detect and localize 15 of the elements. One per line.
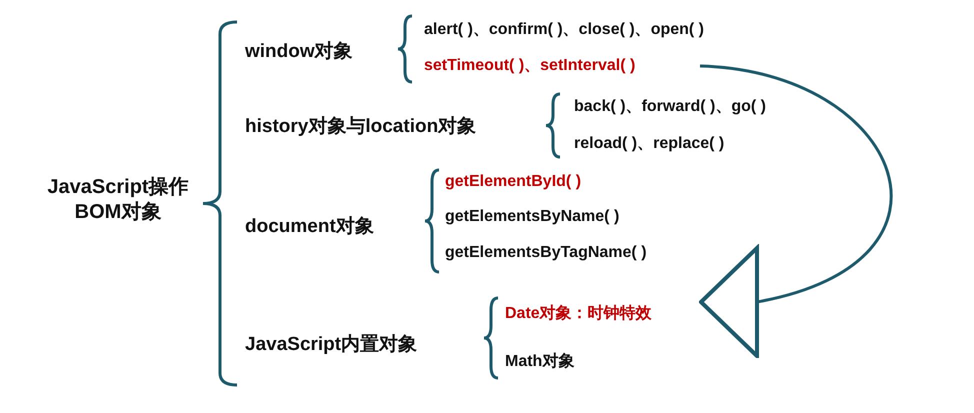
item-label: getElementsByName( ) — [445, 207, 620, 227]
item-label: alert( )、confirm( )、close( )、open( ) — [424, 20, 704, 40]
item-label: reload( )、replace( ) — [574, 134, 724, 154]
item-label: window对象 — [245, 40, 353, 64]
item-label: back( )、forward( )、go( ) — [574, 97, 766, 117]
item-label: setTimeout( )、setInterval( ) — [424, 56, 636, 76]
item-label: getElementsByTagName( ) — [445, 243, 647, 263]
item-label: document对象 — [245, 215, 374, 239]
item-label: JavaScript内置对象 — [245, 333, 418, 357]
item-label: Date对象：时钟特效 — [505, 304, 652, 324]
item-label: history对象与location对象 — [245, 115, 476, 139]
item-label: Math对象 — [505, 352, 574, 372]
curved-arrow — [699, 64, 893, 358]
item-label: getElementById( ) — [445, 172, 582, 192]
root-label: JavaScript操作BOM对象 — [46, 175, 190, 225]
